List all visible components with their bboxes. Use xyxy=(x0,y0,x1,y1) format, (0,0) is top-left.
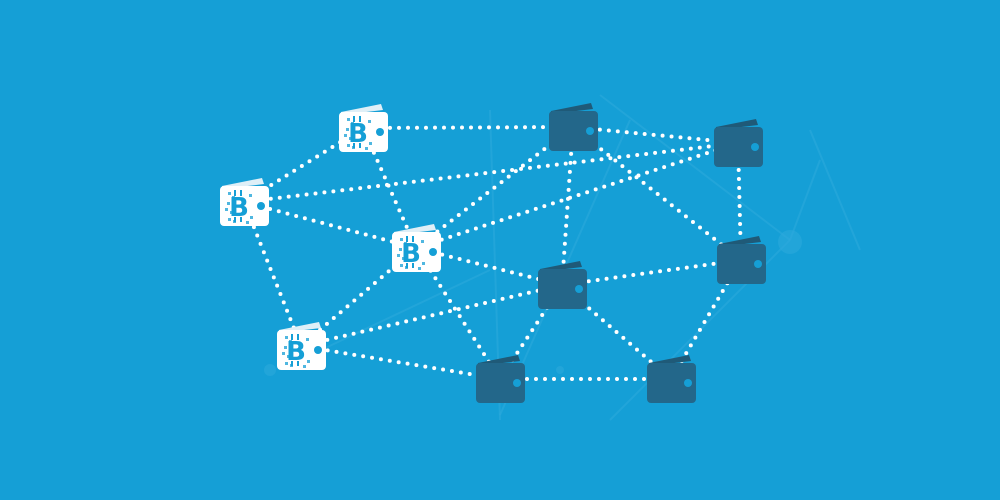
link-b1-w1 xyxy=(361,125,575,130)
bitcoin-symbol: B xyxy=(401,239,421,269)
link-b3-w1 xyxy=(414,125,575,250)
wallet-icon[interactable] xyxy=(476,355,525,403)
bitcoin-stroke xyxy=(412,263,414,268)
pixel-dot xyxy=(399,248,402,251)
wallet-body xyxy=(714,127,763,167)
wallet-body xyxy=(647,363,696,403)
bitcoin-stroke xyxy=(353,116,355,122)
wallet-clasp xyxy=(575,285,583,293)
pixel-dot xyxy=(285,362,288,365)
wallet-clasp xyxy=(257,202,265,210)
wallet-body xyxy=(549,111,598,151)
bitcoin-stroke xyxy=(234,217,236,222)
wallet-icon[interactable] xyxy=(549,103,598,151)
bitcoin-symbol: B xyxy=(229,193,249,223)
pixel-dot xyxy=(347,144,350,147)
wallet-body xyxy=(476,363,525,403)
pixel-dot xyxy=(284,346,287,349)
link-b2-b3 xyxy=(242,200,418,250)
wallet-clasp xyxy=(314,346,322,354)
bitcoin-stroke xyxy=(359,116,361,122)
bitcoin-stroke xyxy=(359,143,361,148)
bitcoin-stroke xyxy=(406,263,408,268)
bitcoin-stroke xyxy=(291,334,293,340)
bitcoin-symbol: B xyxy=(286,337,306,367)
link-b2-w2 xyxy=(242,141,740,204)
wallet-clasp xyxy=(586,127,594,135)
link-w3-w6 xyxy=(560,283,673,381)
bitcoin-symbol: B xyxy=(348,119,368,149)
pixel-dot xyxy=(228,192,231,195)
pixel-dot xyxy=(232,196,235,199)
bitcoin-stroke xyxy=(240,190,242,196)
wallet-clasp xyxy=(376,128,384,136)
link-b1-b3 xyxy=(361,126,418,250)
pixel-dot xyxy=(285,336,288,339)
wallet-clasp xyxy=(513,379,521,387)
bitcoin-wallet-icon[interactable]: B xyxy=(220,178,269,226)
pixel-dot xyxy=(349,137,352,140)
pixel-dot xyxy=(347,118,350,121)
bitcoin-stroke xyxy=(291,361,293,366)
wallet-icon[interactable] xyxy=(717,236,766,284)
wallet-icon[interactable] xyxy=(647,355,696,403)
bitcoin-stroke xyxy=(406,236,408,242)
pixel-dot xyxy=(404,242,407,245)
pixel-dot xyxy=(400,264,403,267)
pixel-dot xyxy=(303,365,306,368)
bitcoin-stroke xyxy=(240,217,242,222)
wallet-icon[interactable] xyxy=(714,119,763,167)
pixel-dot xyxy=(422,262,425,265)
link-w3-w4 xyxy=(560,258,743,287)
wallets: B B B B xyxy=(220,103,766,403)
pixel-dot xyxy=(307,360,310,363)
pixel-dot xyxy=(344,134,347,137)
link-b4-w3 xyxy=(299,283,564,348)
pixel-dot xyxy=(365,147,368,150)
link-w1-w2 xyxy=(571,125,740,145)
bitcoin-stroke xyxy=(234,190,236,196)
pixel-dot xyxy=(418,267,421,270)
link-w1-w4 xyxy=(571,125,743,262)
bitcoin-wallet-icon[interactable]: B xyxy=(339,104,388,152)
bitcoin-stroke xyxy=(297,334,299,340)
pixel-dot xyxy=(287,355,290,358)
pixel-dot xyxy=(230,211,233,214)
pixel-dot xyxy=(227,202,230,205)
bitcoin-stroke xyxy=(297,361,299,366)
wallet-body xyxy=(538,269,587,309)
pixel-dot xyxy=(421,240,424,243)
wallet-clasp xyxy=(751,143,759,151)
wallet-body xyxy=(717,244,766,284)
pixel-dot xyxy=(368,120,371,123)
pixel-dot xyxy=(369,142,372,145)
pixel-dot xyxy=(225,208,228,211)
pixel-dot xyxy=(250,216,253,219)
pixel-dot xyxy=(289,340,292,343)
wallet-clasp xyxy=(684,379,692,387)
pixel-dot xyxy=(246,221,249,224)
bitcoin-wallet-icon[interactable]: B xyxy=(277,322,326,370)
link-b4-w5 xyxy=(299,344,502,381)
wallet-clasp xyxy=(754,260,762,268)
pixel-dot xyxy=(249,194,252,197)
bitcoin-wallet-icon[interactable]: B xyxy=(392,224,441,272)
pixel-dot xyxy=(282,352,285,355)
wallet-clasp xyxy=(429,248,437,256)
pixel-dot xyxy=(400,238,403,241)
bitcoin-stroke xyxy=(353,143,355,148)
pixel-dot xyxy=(397,254,400,257)
wallet-icon[interactable] xyxy=(538,261,587,309)
link-b3-w2 xyxy=(414,141,740,250)
bitcoin-stroke xyxy=(412,236,414,242)
pixel-dot xyxy=(228,218,231,221)
pixel-dot xyxy=(306,338,309,341)
link-w1-w3 xyxy=(560,125,575,287)
pixel-dot xyxy=(402,257,405,260)
pixel-dot xyxy=(351,122,354,125)
pixel-dot xyxy=(346,128,349,131)
